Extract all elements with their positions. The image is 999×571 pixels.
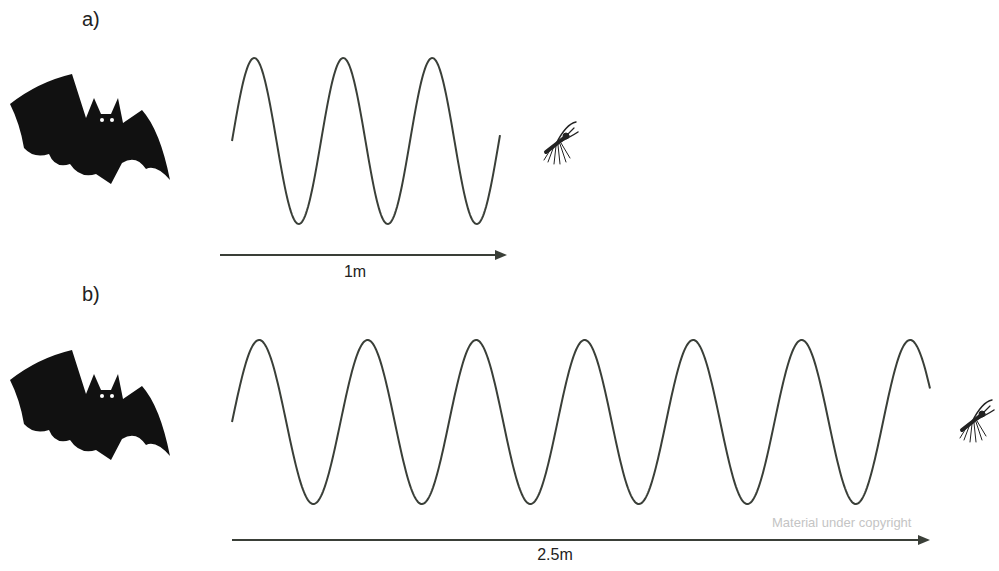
bat-figure: [10, 74, 170, 184]
distance-label: 2.5m: [535, 546, 575, 564]
distance-arrow: [232, 539, 921, 541]
distance-label: 1m: [342, 263, 368, 281]
panel-letter: a): [80, 8, 102, 31]
watermark: Material under copyright: [770, 516, 913, 531]
bat-figure: [10, 350, 170, 460]
arrow-head: [495, 250, 507, 260]
sound-wave: [232, 340, 930, 504]
sound-wave: [232, 58, 500, 224]
arrow-head: [918, 535, 930, 545]
mosquito-figure: [544, 122, 578, 164]
panel-letter: b): [80, 283, 102, 306]
mosquito-figure: [960, 400, 994, 442]
distance-arrow: [220, 254, 498, 256]
